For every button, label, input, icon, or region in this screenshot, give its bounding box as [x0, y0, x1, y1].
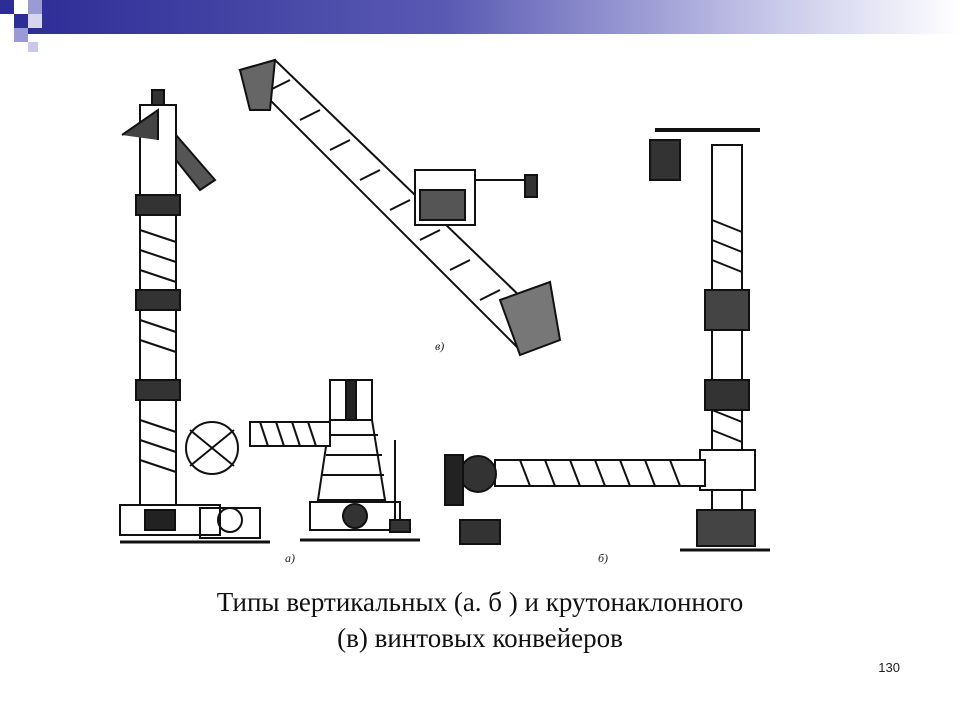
- header-gradient-bar: [28, 0, 960, 34]
- vertical-conveyor-a-small: [249, 379, 420, 542]
- vertical-conveyor-b: [444, 128, 770, 552]
- inclined-conveyor-v: [238, 58, 562, 357]
- vertical-conveyor-a: [119, 89, 270, 544]
- page-number: 130: [878, 660, 900, 675]
- figure-label-b: б): [598, 551, 608, 565]
- screw-conveyor-illustration: а) б) в): [119, 58, 770, 565]
- figure-label-a: а): [285, 551, 295, 565]
- header-band: [0, 0, 960, 52]
- figure-label-c: в): [435, 339, 444, 353]
- caption-line-1: Типы вертикальных (а. б ) и крутонаклонн…: [216, 587, 744, 617]
- caption-line-2: (в) винтовых конвейеров: [337, 623, 623, 653]
- slide-caption: Типы вертикальных (а. б ) и крутонаклонн…: [100, 584, 860, 656]
- corner-squares-decoration: [0, 0, 42, 52]
